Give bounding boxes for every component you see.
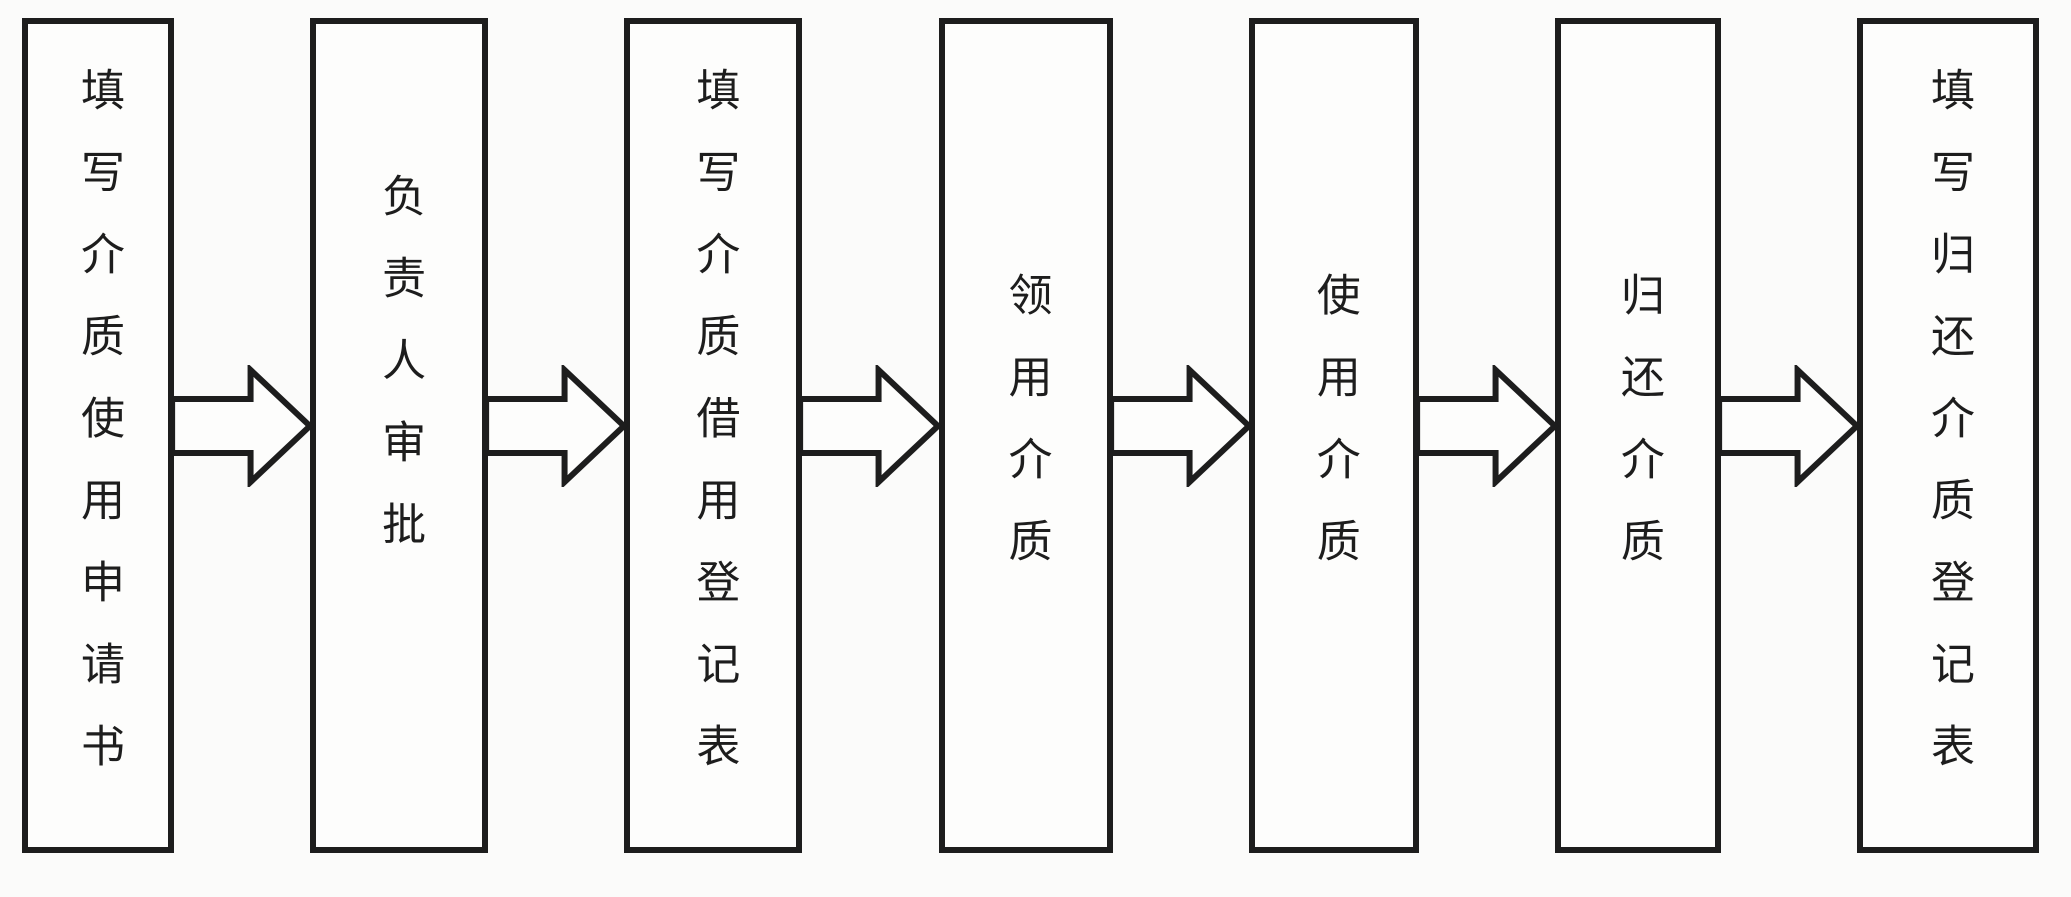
arrow-right-icon [484, 365, 628, 487]
arrow-right-icon [798, 365, 942, 487]
flow-step-6: 归还介质 [1554, 18, 1721, 853]
flow-step-1: 填写介质使用申请书 [22, 18, 174, 853]
flow-arrow-6 [1717, 18, 1861, 853]
flow-step-3: 填写介质借用登记表 [624, 18, 803, 853]
flow-step-5-label: 使用介质 [1309, 271, 1359, 600]
flow-step-5: 使用介质 [1248, 18, 1419, 853]
flow-arrow-2 [484, 18, 628, 853]
arrow-right-icon [1717, 365, 1861, 487]
flow-arrow-5 [1415, 18, 1559, 853]
flow-step-7-label: 填写归还介质登记表 [1924, 66, 1974, 805]
flow-step-1-label: 填写介质使用申请书 [74, 66, 123, 805]
flow-arrow-1 [170, 18, 314, 853]
flow-step-6-label: 归还介质 [1613, 271, 1663, 600]
arrow-right-icon [1109, 365, 1253, 487]
flow-step-4-label: 领用介质 [1001, 271, 1051, 600]
arrow-right-icon [1415, 365, 1559, 487]
flow-step-3-label: 填写介质借用登记表 [689, 66, 739, 805]
flow-step-2: 负责人审批 [310, 18, 489, 853]
flow-step-7: 填写归还介质登记表 [1857, 18, 2040, 853]
flow-step-2-label: 负责人审批 [375, 172, 425, 583]
arrow-right-icon [170, 365, 314, 487]
flow-arrow-4 [1109, 18, 1253, 853]
flow-arrow-3 [798, 18, 942, 853]
flow-step-4: 领用介质 [938, 18, 1113, 853]
